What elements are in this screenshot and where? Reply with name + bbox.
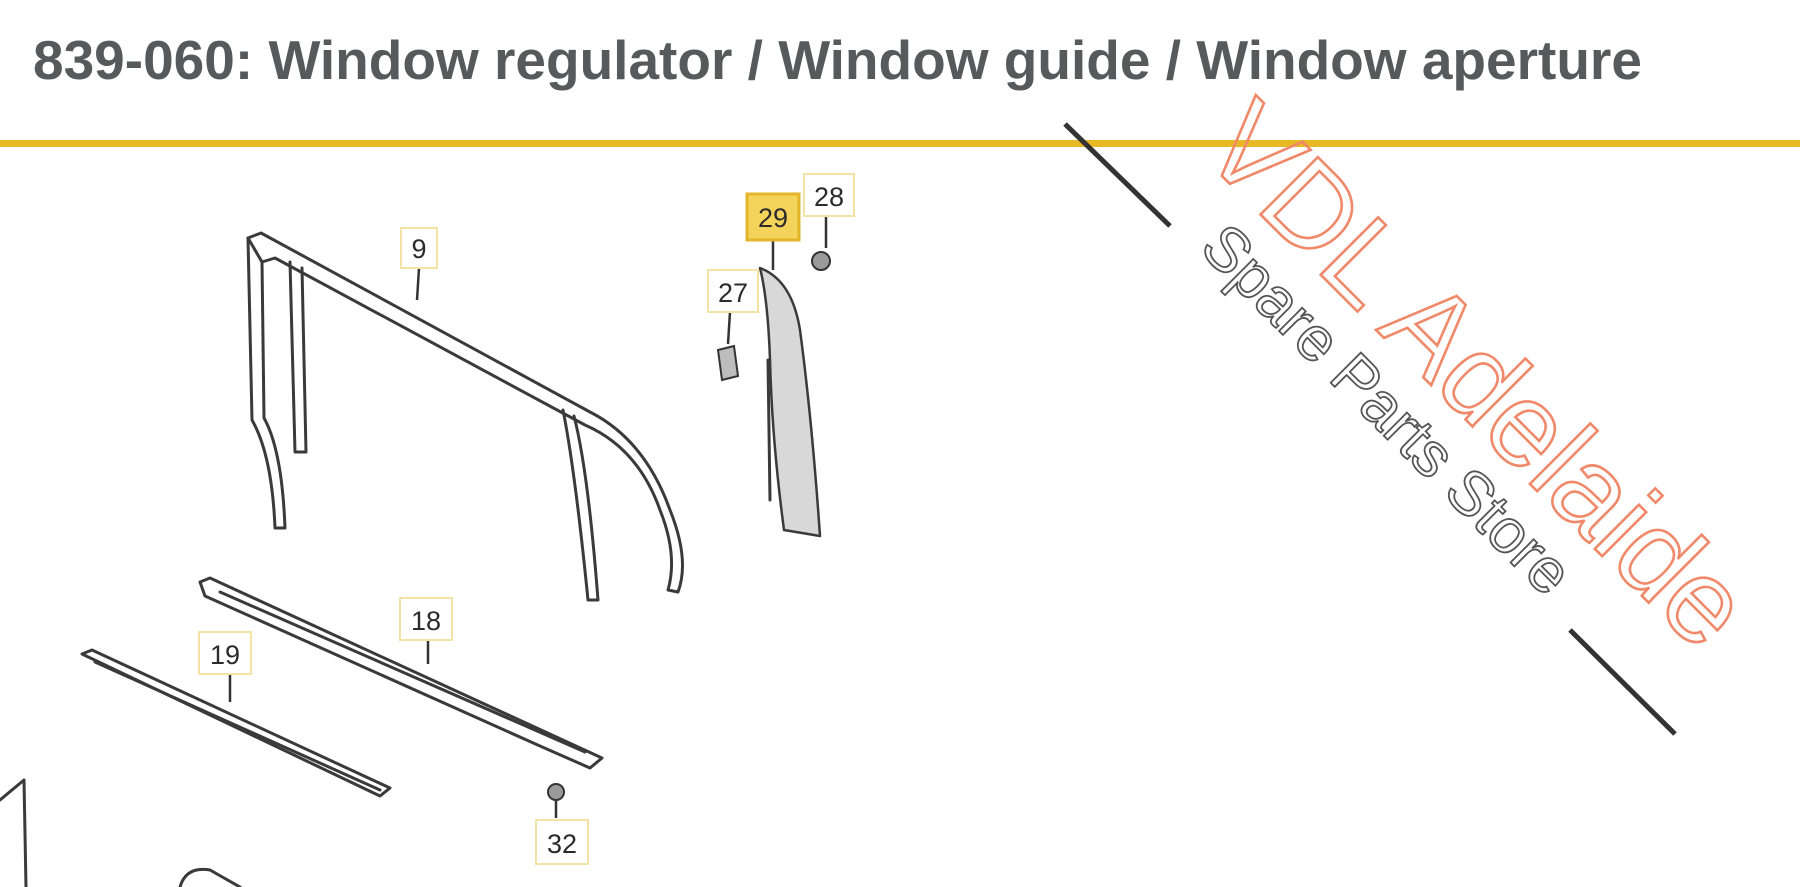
callout-label: 19 [210, 640, 240, 670]
callout-label: 9 [411, 234, 426, 264]
part-grommet[interactable] [547, 783, 565, 818]
page-title: 839-060: Window regulator / Window guide… [33, 29, 1642, 91]
part-pillar-trim[interactable] [758, 266, 822, 538]
part-clip-28[interactable] [811, 216, 831, 271]
callout-29[interactable]: 29 [745, 192, 801, 242]
callout-label: 27 [718, 278, 748, 308]
callout-label: 28 [814, 182, 844, 212]
watermark-line-bottom [1568, 628, 1677, 736]
callout-label: 29 [758, 203, 788, 233]
part-window-frame[interactable] [246, 231, 684, 602]
callout-28[interactable]: 28 [803, 173, 855, 217]
callout-32[interactable]: 32 [535, 819, 589, 865]
callout-label: 18 [411, 606, 441, 636]
callout-label: 32 [547, 829, 577, 859]
callout-18[interactable]: 18 [399, 597, 453, 641]
callout-27[interactable]: 27 [707, 269, 759, 313]
part-clip-27[interactable] [716, 311, 740, 382]
part-partial-lower-left [0, 778, 242, 887]
watermark-line-top [1063, 122, 1172, 228]
title-divider [0, 140, 1800, 147]
part-outer-seal[interactable] [198, 576, 604, 770]
watermark-brand: VDL Adelaide [1180, 77, 1776, 673]
callout-9[interactable]: 9 [400, 227, 438, 269]
callout-19[interactable]: 19 [198, 631, 252, 675]
part-inner-seal[interactable] [80, 648, 392, 798]
watermark: VDL Adelaide Spare Parts Store [1063, 76, 1777, 736]
